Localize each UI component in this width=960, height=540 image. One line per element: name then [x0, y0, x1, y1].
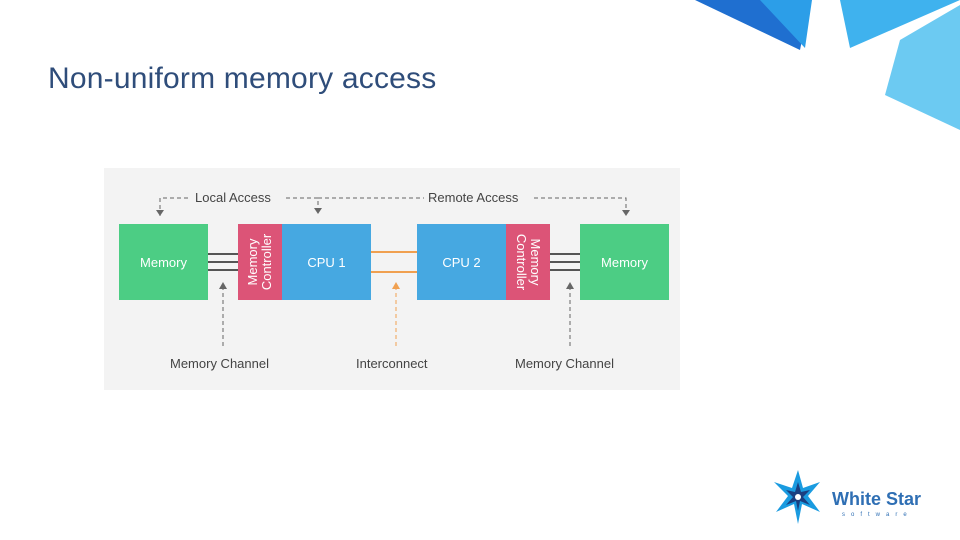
pointer-arrow — [392, 282, 400, 289]
memory-controller-left-label: Memory Controller — [245, 233, 274, 291]
local-access-line-right — [286, 197, 319, 214]
remote-access-arrow — [622, 210, 630, 216]
cpu-2: CPU 2 — [417, 224, 506, 300]
logo-tagline: software — [842, 512, 913, 518]
memory-controller-left: Memory Controller — [238, 224, 282, 300]
memory-left: Memory — [119, 224, 208, 300]
numa-diagram: Local Access Remote Access Memory Memory… — [104, 168, 680, 390]
remote-access-label: Remote Access — [425, 190, 522, 205]
memory-channel-label-left: Memory Channel — [167, 356, 272, 371]
local-access-arrow — [156, 210, 164, 216]
star-center-icon — [795, 494, 801, 500]
memory-controller-right-label: Memory Controller — [514, 233, 543, 291]
corner-shape-light — [840, 0, 960, 48]
white-star-logo — [774, 470, 820, 524]
slide-title: Non-uniform memory access — [48, 62, 437, 95]
diagram-lines — [156, 197, 630, 346]
interconnect-label: Interconnect — [353, 356, 431, 371]
memory-channel-label-right: Memory Channel — [512, 356, 617, 371]
pointer-arrow — [566, 282, 574, 289]
local-access-line-left — [159, 197, 190, 216]
local-access-label: Local Access — [192, 190, 274, 205]
corner-shape-mid — [760, 0, 812, 48]
memory-right: Memory — [580, 224, 669, 300]
corner-shape-pale — [885, 5, 960, 130]
remote-access-line-right — [534, 197, 627, 214]
pointer-arrow — [219, 282, 227, 289]
cpu-1: CPU 1 — [282, 224, 371, 300]
local-access-arrow-right — [314, 208, 322, 214]
logo-name: White Star — [832, 489, 922, 509]
memory-controller-right: Memory Controller — [506, 224, 550, 300]
